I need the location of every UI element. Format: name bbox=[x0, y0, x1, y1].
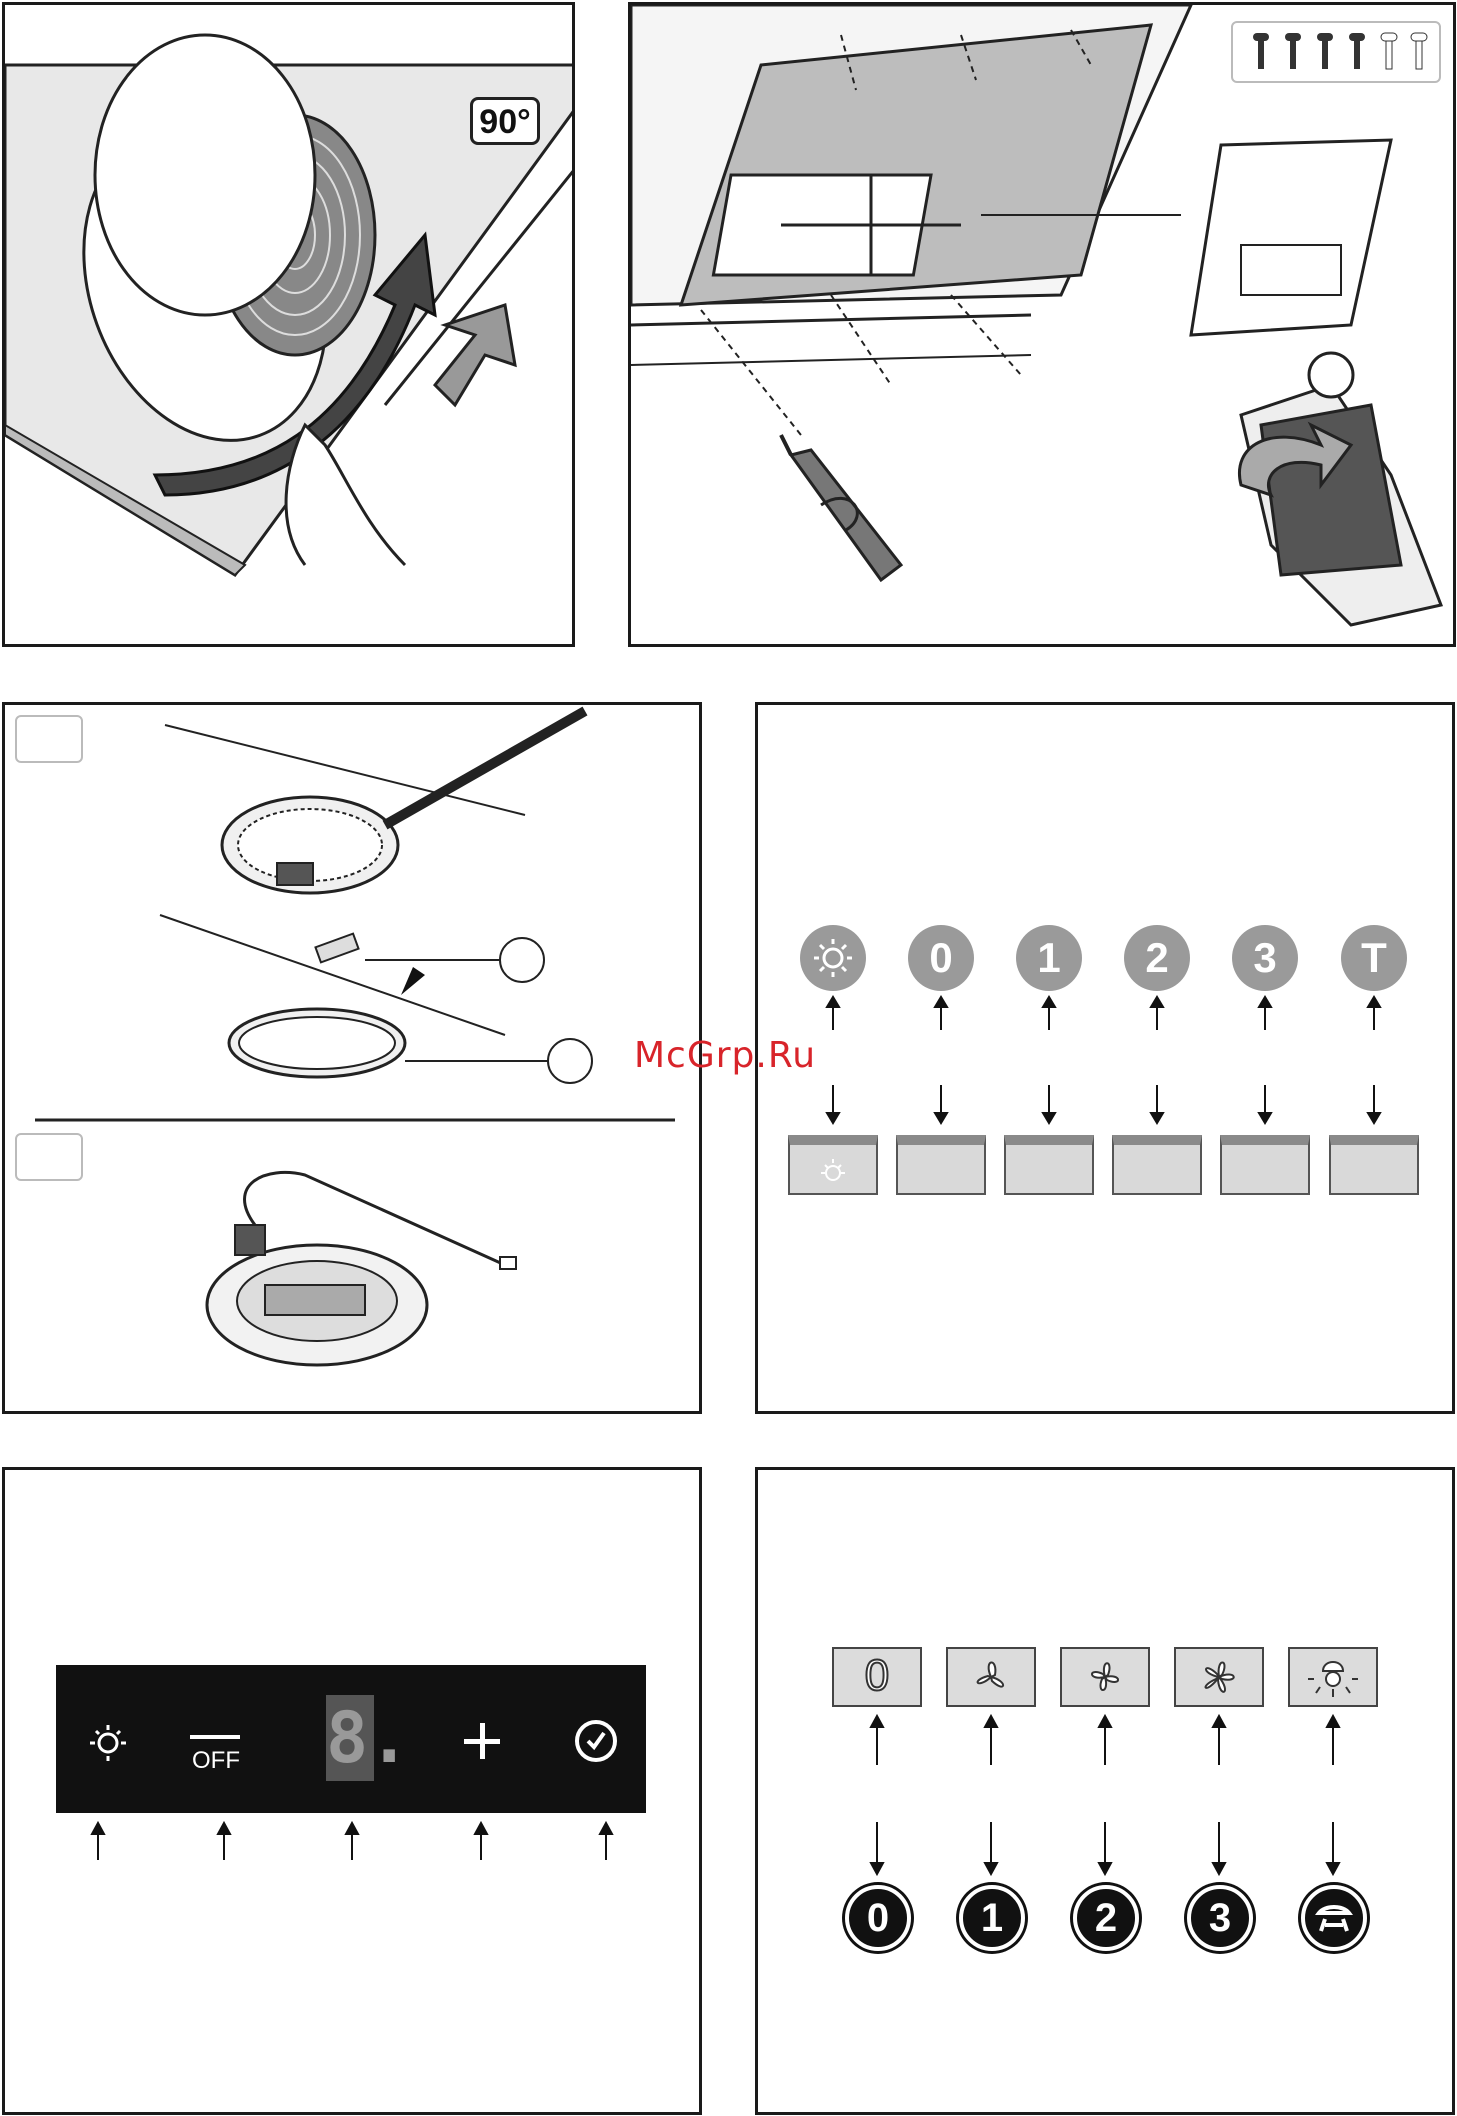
off-label: OFF bbox=[192, 1747, 240, 1775]
key-2[interactable] bbox=[1112, 1135, 1202, 1195]
light-icon[interactable] bbox=[78, 1709, 138, 1769]
fan-arrows bbox=[758, 1470, 1455, 2115]
arrows bbox=[758, 705, 1455, 1414]
panel-key-symbols: 0 1 2 3 T bbox=[755, 702, 1455, 1414]
timer-icon[interactable] bbox=[572, 1717, 620, 1765]
button-0[interactable]: 0 bbox=[845, 1885, 911, 1951]
panel-fan-keys: 0 0 1 bbox=[755, 1467, 1455, 2115]
lamp-icon bbox=[1305, 1889, 1363, 1947]
light-icon bbox=[790, 1145, 876, 1191]
key-3[interactable] bbox=[1220, 1135, 1310, 1195]
angle-badge: 90° bbox=[470, 97, 540, 145]
panel-mounting bbox=[628, 2, 1456, 647]
key-0[interactable] bbox=[896, 1135, 986, 1195]
screw-icon bbox=[1233, 23, 1439, 81]
key-light[interactable] bbox=[788, 1135, 878, 1195]
button-2[interactable]: 2 bbox=[1073, 1885, 1139, 1951]
off-button[interactable] bbox=[190, 1735, 240, 1739]
button-1[interactable]: 1 bbox=[959, 1885, 1025, 1951]
key-1[interactable] bbox=[1004, 1135, 1094, 1195]
arrow-icon bbox=[401, 967, 425, 995]
control-arrows bbox=[0, 1818, 700, 1918]
mounting-illustration bbox=[631, 5, 1456, 647]
lamp-illustration bbox=[5, 705, 702, 1414]
panel-lamp-replacement bbox=[2, 702, 702, 1414]
panel-filter-rotate: 90° bbox=[2, 2, 575, 647]
screw-kit-box bbox=[1231, 21, 1441, 83]
button-lamp[interactable] bbox=[1301, 1885, 1367, 1951]
watermark: McGrp.Ru bbox=[634, 1035, 816, 1076]
screwdriver-icon bbox=[781, 435, 901, 580]
key-timer[interactable] bbox=[1329, 1135, 1419, 1195]
hand-icon bbox=[1241, 385, 1441, 625]
plus-icon[interactable] bbox=[462, 1721, 502, 1761]
control-bar: OFF 8. bbox=[56, 1665, 646, 1813]
hand-icon bbox=[286, 425, 405, 565]
display-digit: 8. bbox=[326, 1695, 374, 1781]
button-3[interactable]: 3 bbox=[1187, 1885, 1253, 1951]
